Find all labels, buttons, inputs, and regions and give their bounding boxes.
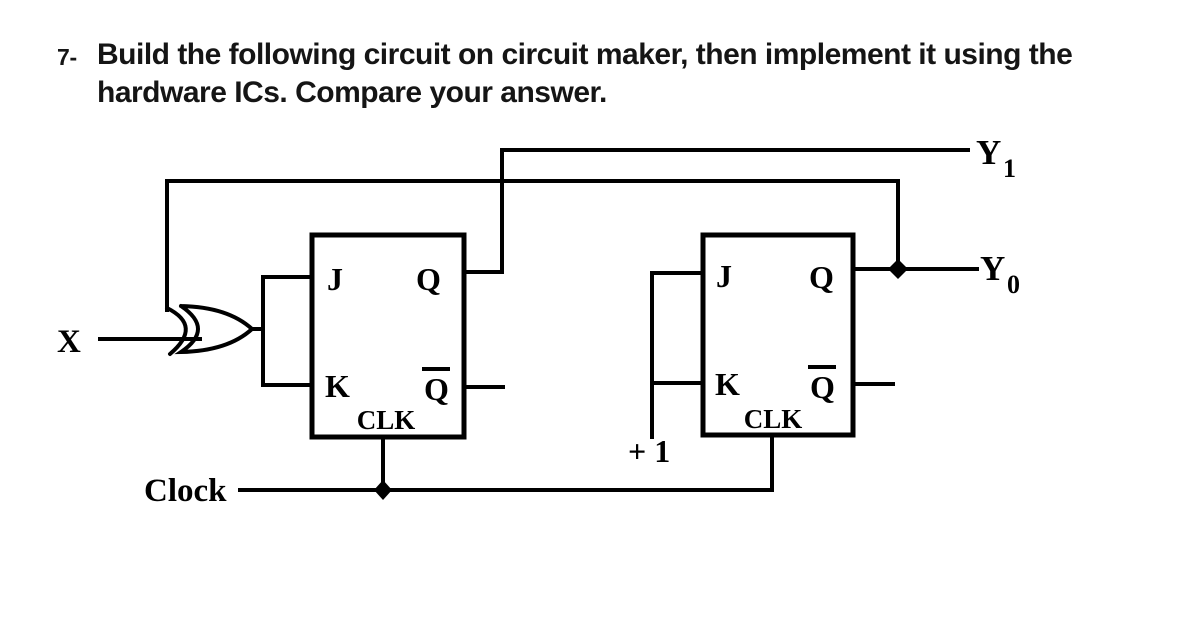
wire-ff1-jk-bracket — [261, 275, 314, 387]
junction-y0-feedback — [888, 259, 908, 279]
flip-flop-1-clk-label: CLK — [357, 405, 416, 435]
question-text: Build the following circuit on circuit m… — [97, 36, 1117, 112]
flip-flop-1-j-label: J — [327, 261, 343, 297]
wire-ff1-q-to-y1 — [462, 148, 970, 274]
wire-clock-rail — [238, 433, 774, 492]
flip-flop-2-q-label: Q — [809, 259, 834, 295]
flip-flop-1-qbar-label: Q — [424, 371, 449, 407]
question-text-line-1: Build the following circuit on circuit m… — [97, 38, 1073, 71]
clock-label: Clock — [144, 473, 227, 509]
question-text-line-2: hardware ICs. Compare your answer. — [97, 76, 607, 109]
junction-clock-ff1 — [374, 480, 392, 500]
wire-ff2-jk-tie — [650, 271, 705, 439]
flip-flop-2-clk-label: CLK — [744, 404, 803, 434]
xor-gate-back-arc — [165, 306, 188, 356]
flip-flop-2-box — [700, 232, 856, 438]
wires — [98, 148, 979, 492]
flip-flop-2-j-label: J — [716, 258, 732, 294]
xor-gate — [165, 304, 255, 356]
y1-subscript: 1 — [1003, 154, 1016, 183]
wire-y0-feedback-to-xor — [165, 179, 900, 312]
flip-flop-1: J Q K Q CLK — [309, 232, 467, 440]
flip-flop-2-qbar-label: Q — [810, 369, 835, 405]
y1-base: Y — [976, 133, 1001, 172]
flip-flop-1-box — [309, 232, 467, 440]
y0-base: Y — [980, 249, 1005, 288]
plus-one-label: + 1 — [628, 433, 670, 469]
flip-flop-1-k-label: K — [325, 368, 350, 404]
flip-flop-2-k-label: K — [715, 366, 740, 402]
xor-gate-body — [174, 304, 255, 355]
x-input-label: X — [57, 324, 81, 360]
flip-flop-2: J Q K Q CLK — [700, 232, 856, 438]
y0-output-label: Y 0 — [980, 249, 1020, 299]
flip-flop-1-q-label: Q — [416, 261, 441, 297]
question-number: 7- — [57, 44, 77, 70]
y0-subscript: 0 — [1007, 270, 1020, 299]
y1-output-label: Y 1 — [976, 133, 1016, 183]
